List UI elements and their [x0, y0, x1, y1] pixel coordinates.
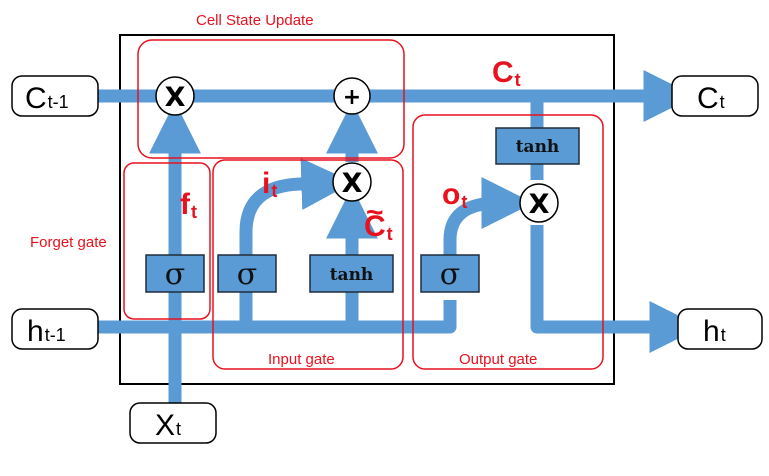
input-signal-label: it [262, 167, 277, 201]
input-gate-region [212, 159, 404, 370]
candidate-signal-label: Ct [364, 210, 393, 244]
output-gate-region [412, 114, 604, 370]
input-gate-curve [239, 157, 354, 255]
cell-state-output-sub: t [720, 92, 725, 112]
forget-signal-main: f [180, 188, 191, 221]
output-gate-curve [443, 177, 534, 255]
add-symbol: + [343, 85, 361, 110]
candidate-tilde-accent: ~ [366, 196, 384, 229]
forget-signal-label: ft [180, 188, 197, 222]
hidden-state-output-sub: t [721, 325, 726, 345]
hidden-output-line [530, 225, 702, 353]
hidden-state-output-main: h [703, 315, 720, 348]
forget-sigma-block: σ [145, 254, 205, 293]
hidden-state-output-box: ht [677, 308, 763, 350]
hidden-state-output-label: ht [703, 315, 726, 348]
forget-multiply-symbol: X [165, 82, 186, 113]
input-sigma-text: σ [237, 257, 257, 292]
hidden-bus-line [98, 300, 457, 334]
cell-state-input-label: Ct-1 [25, 82, 69, 115]
output-signal-label: ot [442, 178, 467, 212]
output-multiply-operator: X [519, 183, 559, 223]
input-signal-main: i [262, 167, 270, 200]
cell-state-input-main: C [25, 82, 47, 115]
hidden-state-input-label: ht-1 [27, 315, 66, 348]
cell-state-output-main: C [697, 82, 719, 115]
flow-lines [98, 70, 702, 403]
output-sigma-block: σ [420, 254, 480, 293]
hidden-state-input-box: ht-1 [11, 308, 99, 350]
region-outlines [123, 39, 604, 370]
cell-state-signal-label: Ct [492, 56, 521, 90]
candidate-tanh-block: tanh [309, 254, 394, 293]
forget-gate-region [123, 162, 211, 320]
add-operator: + [333, 77, 371, 115]
output-signal-sub: t [461, 192, 467, 212]
cell-state-input-sub: t-1 [48, 92, 69, 112]
output-gate-label: Output gate [459, 351, 537, 368]
forget-signal-sub: t [191, 202, 197, 222]
cell-state-output-label: Ct [697, 82, 725, 115]
x-input-box: Xt [129, 402, 217, 444]
cell-state-output-box: Ct [671, 75, 759, 117]
cell-tanh-text: tanh [516, 137, 560, 157]
input-multiply-symbol: X [342, 168, 363, 199]
x-input-main: X [155, 409, 175, 442]
cell-state-signal-sub: t [515, 70, 521, 90]
cell-border [119, 34, 615, 385]
hidden-state-input-main: h [27, 315, 44, 348]
cell-state-signal-main: C [492, 56, 514, 89]
forget-multiply-operator: X [155, 76, 195, 116]
candidate-tanh-text: tanh [330, 265, 374, 285]
candidate-signal-sub: t [387, 224, 393, 244]
forget-gate-label: Forget gate [30, 234, 107, 251]
output-sigma-text: σ [440, 257, 460, 292]
cell-tanh-block: tanh [495, 127, 580, 165]
input-signal-sub: t [271, 181, 277, 201]
cell-state-input-box: Ct-1 [11, 75, 99, 117]
input-sigma-block: σ [217, 254, 277, 293]
x-input-label: Xt [155, 409, 181, 442]
forget-sigma-text: σ [165, 257, 185, 292]
output-signal-main: o [442, 178, 460, 211]
candidate-signal-main: C [364, 210, 386, 243]
cell-state-update-region [137, 39, 405, 159]
cell-state-update-label: Cell State Update [196, 12, 314, 29]
hidden-state-input-sub: t-1 [45, 325, 66, 345]
output-multiply-symbol: X [529, 189, 550, 220]
input-multiply-operator: X [332, 162, 372, 202]
input-gate-label: Input gate [268, 351, 335, 368]
x-input-sub: t [176, 419, 181, 439]
